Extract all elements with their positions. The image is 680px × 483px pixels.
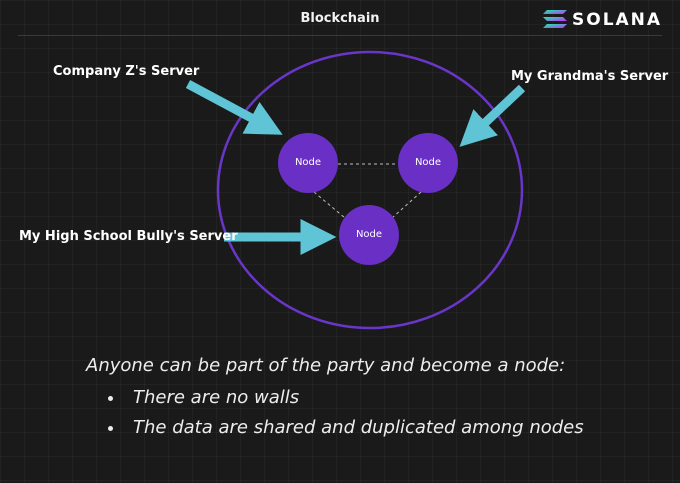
bullet-text: The data are shared and duplicated among…: [133, 417, 584, 438]
node-label: Node: [414, 157, 442, 168]
bullet-dot-icon: [108, 396, 113, 401]
node-circle-3: [339, 205, 399, 265]
arrow-company-z: [185, 80, 283, 135]
network-diagram: [185, 50, 526, 330]
node-circle-1: [278, 133, 338, 193]
bullet-dot-icon: [108, 426, 113, 431]
logo-wordmark: SOLANA: [572, 10, 663, 30]
callout-grandma-server: My Grandma's Server: [511, 69, 669, 84]
page-title: Blockchain: [300, 11, 380, 26]
callout-company-z-server: Company Z's Server: [53, 64, 200, 79]
solana-logo-icon: [543, 10, 567, 28]
bullet-text: There are no walls: [133, 387, 300, 408]
network-boundary-ring: [216, 50, 524, 330]
arrow-grandma: [459, 84, 526, 147]
node-link-2-3: [391, 191, 422, 219]
main-statement: Anyone can be part of the party and beco…: [86, 355, 566, 376]
callout-bully-server: My High School Bully's Server: [19, 229, 238, 244]
node-circle-2: [398, 133, 458, 193]
node-label: Node: [294, 157, 322, 168]
node-label: Node: [355, 229, 383, 240]
node-link-1-3: [313, 191, 346, 219]
header-divider: [18, 35, 662, 36]
solana-logo: SOLANA: [543, 9, 665, 31]
